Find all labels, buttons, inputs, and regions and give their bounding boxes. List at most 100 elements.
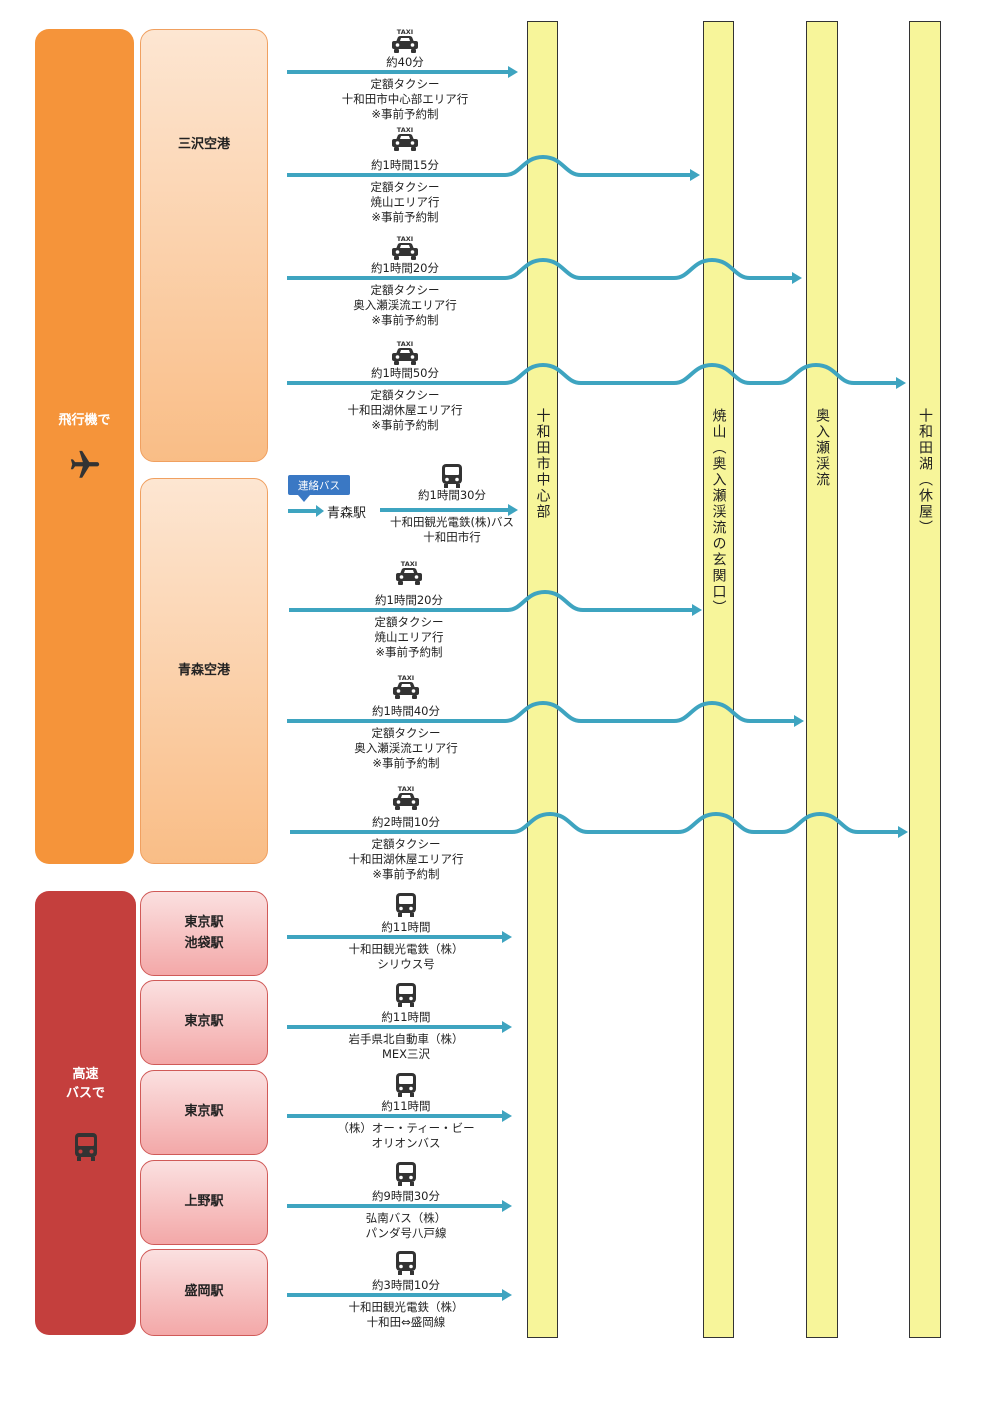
svg-text:TAXI: TAXI [398,785,414,793]
route-description: 定額タクシー焼山エリア行※事前予約制 [310,180,500,225]
route-description-line-3: ※事前予約制 [372,756,440,770]
route-description-line-2: MEX三沢 [381,1047,431,1061]
route-description-line-1: 定額タクシー [371,726,441,740]
route-time: 約11時間 [381,1099,431,1113]
origin-ueno: 上野駅 [140,1160,268,1245]
origin-label: 三沢空港 [177,137,230,153]
bus-icon [74,1132,97,1161]
route-description: 定額タクシー十和田市中心部エリア行※事前予約制 [310,77,500,122]
route-arrowhead [502,1110,512,1122]
route-description-line-2: 十和田市中心部エリア行 [341,92,469,106]
route-time: 約1時間50分 [371,366,439,380]
route-description: 定額タクシー十和田湖休屋エリア行※事前予約制 [310,388,500,433]
route-description-line-1: 十和田観光電鉄(株)バス [390,515,514,529]
taxi-icon: TAXI [389,235,421,265]
route-arrowhead [502,1289,512,1301]
connector-arrowhead [316,505,324,517]
svg-text:TAXI: TAXI [397,340,413,348]
origin-misawa-airport: 三沢空港 [140,29,268,462]
route-description-line-1: 定額タクシー [370,283,440,297]
origin-label: 盛岡駅 [184,1284,224,1300]
taxi-icon: TAXI [389,126,421,156]
airplane-icon [70,451,99,478]
route-description: 定額タクシー十和田湖休屋エリア行※事前予約制 [311,837,501,882]
origin-tokyo-b: 東京駅 [140,1070,268,1155]
destination-label: 十和田湖（休屋） [917,408,933,536]
route-arrow [290,811,900,834]
route-description-line-2: パンダ号八戸線 [365,1226,447,1240]
bus-icon [395,1161,417,1191]
taxi-icon: TAXI [389,340,421,370]
route-time: 約1時間30分 [418,488,486,502]
origin-morioka: 盛岡駅 [140,1249,268,1336]
route-description: 定額タクシー焼山エリア行※事前予約制 [314,615,504,660]
route-description-line-2: 焼山エリア行 [374,630,444,644]
route-arrowhead [794,715,804,727]
bus-icon [441,463,463,493]
route-description: 十和田観光電鉄(株)バス十和田市行 [357,515,547,545]
origin-label: 池袋駅 [184,935,224,951]
route-description-line-3: ※事前予約制 [375,645,443,659]
route-arrowhead [690,169,700,181]
route-arrow [287,700,796,723]
destination-towada-city: 十和田市中心部 [527,21,558,1338]
route-description-line-3: ※事前予約制 [371,418,439,432]
route-description-line-1: 岩手県北自動車（株） [348,1032,464,1046]
route-arrow [289,589,694,612]
taxi-icon: TAXI [393,560,425,590]
route-arrow [287,154,692,177]
plane-group: 飛行機で [35,29,134,864]
route-description-line-3: ※事前予約制 [371,107,439,121]
route-description-line-1: （株）オー・ティー・ビー [337,1121,475,1135]
route-description-line-1: 定額タクシー [370,180,440,194]
route-description: （株）オー・ティー・ビーオリオンバス [311,1121,501,1151]
route-time: 約11時間 [381,1010,431,1024]
aomori-station-label: 青森駅 [327,506,367,521]
route-description-line-2: シリウス号 [377,957,435,971]
bus-icon [395,1072,417,1102]
route-description-line-3: ※事前予約制 [372,867,440,881]
route-description-line-3: ※事前予約制 [371,210,439,224]
route-description-line-2: 十和田湖休屋エリア行 [348,852,464,866]
bus-group: 高速 バスで [35,891,136,1335]
route-description-line-2: 十和田⇔盛岡線 [366,1315,446,1329]
taxi-icon: TAXI [389,28,421,58]
route-description: 定額タクシー奥入瀬渓流エリア行※事前予約制 [310,283,500,328]
origin-label: 上野駅 [184,1194,224,1210]
origin-label: 東京駅 [184,1104,224,1120]
svg-text:TAXI: TAXI [397,235,413,243]
route-description-line-1: 十和田観光電鉄（株） [348,1300,464,1314]
svg-text:TAXI: TAXI [398,674,414,682]
plane-group-label: 飛行機で [58,412,111,428]
route-description-line-1: 十和田観光電鉄（株） [348,942,464,956]
route-description-line-2: 十和田市行 [423,530,481,544]
route-description-line-2: 十和田湖休屋エリア行 [347,403,463,417]
route-time: 約3時間10分 [372,1278,440,1292]
route-description-line-1: 定額タクシー [370,388,440,402]
route-arrow [287,362,898,385]
bus-group-label-2: バスで [65,1086,105,1101]
route-description: 十和田観光電鉄（株）十和田⇔盛岡線 [311,1300,501,1330]
route-arrowhead [502,1021,512,1033]
connector-bus-callout: 連絡バス [288,475,350,502]
route-time: 約1時間40分 [372,704,440,718]
bus-group-label-1: 高速 [72,1066,99,1082]
route-arrowhead [502,1200,512,1212]
svg-text:TAXI: TAXI [397,126,413,134]
route-arrowhead [692,604,702,616]
route-description: 岩手県北自動車（株）MEX三沢 [311,1032,501,1062]
bus-icon [395,892,417,922]
route-description: 弘南バス（株）パンダ号八戸線 [311,1211,501,1241]
route-description-line-2: 奥入瀬渓流エリア行 [353,298,457,312]
route-time: 約9時間30分 [372,1189,440,1203]
origin-label: 東京駅 [184,1014,224,1030]
destination-yakeyama: 焼山（奥入瀬渓流の玄関口） [703,21,734,1338]
route-description-line-3: ※事前予約制 [371,313,439,327]
route-arrow [287,257,794,280]
origin-tokyo-ikebukuro: 東京駅 池袋駅 [140,891,268,976]
route-description: 定額タクシー奥入瀬渓流エリア行※事前予約制 [311,726,501,771]
route-arrowhead [508,66,518,78]
origin-tokyo-a: 東京駅 [140,980,268,1065]
route-description-line-1: 定額タクシー [371,837,441,851]
